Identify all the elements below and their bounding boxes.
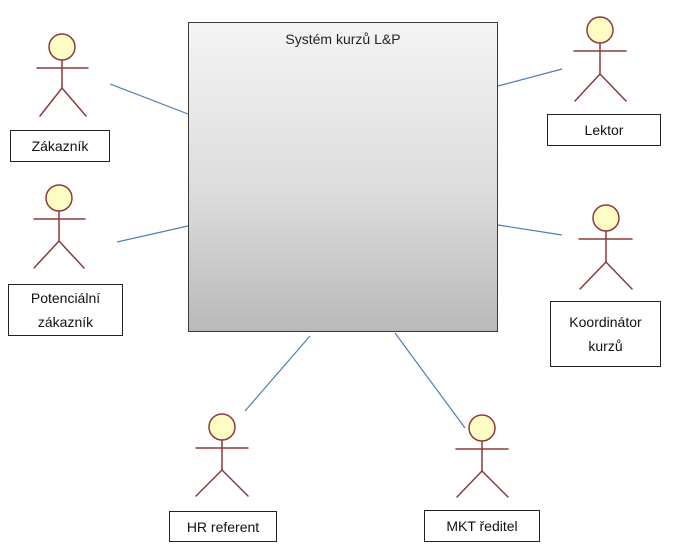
label-lektor-text: Lektor	[584, 122, 624, 138]
association-zakaznik	[109, 83, 189, 115]
label-zakaznik-text: Zákazník	[31, 138, 89, 154]
label-potencialni-line1: Potenciální	[30, 290, 101, 306]
system-title: Systém kurzů L&P	[285, 31, 401, 47]
actor-mkt-reditel-icon	[455, 414, 509, 498]
association-hr-referent	[244, 335, 311, 412]
label-koordinator-line1: Koordinátor	[569, 314, 642, 330]
association-potencialni-zakaznik	[116, 225, 189, 243]
association-koordinator	[497, 224, 563, 236]
system-boundary: Systém kurzů L&P	[188, 22, 498, 332]
label-mkt-reditel: MKT ředitel	[424, 510, 540, 542]
label-koordinator-kurzu: Koordinátor kurzů	[550, 301, 661, 367]
actor-koordinator-kurzu-icon	[578, 204, 633, 290]
label-mkt-reditel-text: MKT ředitel	[446, 518, 518, 534]
label-potencialni-line2: zákazník	[37, 314, 94, 330]
label-koordinator-line2: kurzů	[588, 338, 623, 354]
label-hr-referent: HR referent	[169, 511, 277, 542]
association-lektor	[497, 68, 563, 87]
actor-zakaznik-icon	[36, 33, 89, 117]
actor-potencialni-zakaznik-icon	[33, 184, 86, 269]
label-lektor: Lektor	[547, 114, 661, 146]
label-zakaznik: Zákazník	[10, 130, 110, 162]
actor-lektor-icon	[573, 16, 627, 102]
label-potencialni-zakaznik: Potenciální zákazník	[8, 284, 123, 336]
actor-hr-referent-icon	[195, 413, 249, 497]
label-hr-referent-text: HR referent	[186, 518, 260, 535]
association-mkt-reditel	[394, 332, 466, 429]
